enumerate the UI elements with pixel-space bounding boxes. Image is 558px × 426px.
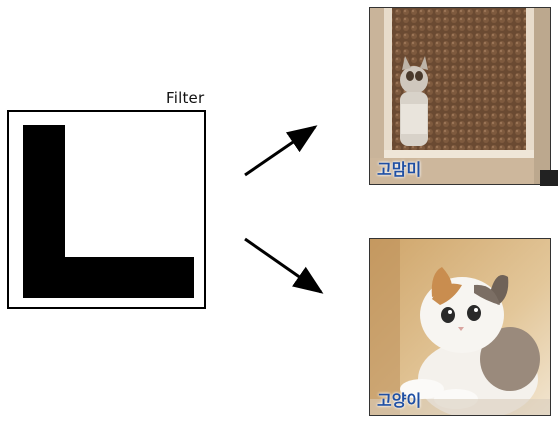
arrow-to-top-image <box>244 125 318 177</box>
caption-bottom: 고양이 <box>377 391 422 410</box>
l-shape-horizontal-bar <box>23 257 194 298</box>
cat-looking-up-image: 고양이 <box>369 238 551 416</box>
cat-behind-frosted-glass-photo-icon <box>370 8 550 184</box>
cat-behind-glass-image: 고맘미 <box>369 7 551 185</box>
image-corner-tab <box>540 170 558 186</box>
filter-label: Filter <box>166 89 205 107</box>
caption-top: 고맘미 <box>377 160 422 179</box>
filter-kernel <box>7 110 206 309</box>
arrow-to-bottom-image <box>244 237 324 294</box>
cat-looking-up-photo-icon <box>370 239 550 415</box>
